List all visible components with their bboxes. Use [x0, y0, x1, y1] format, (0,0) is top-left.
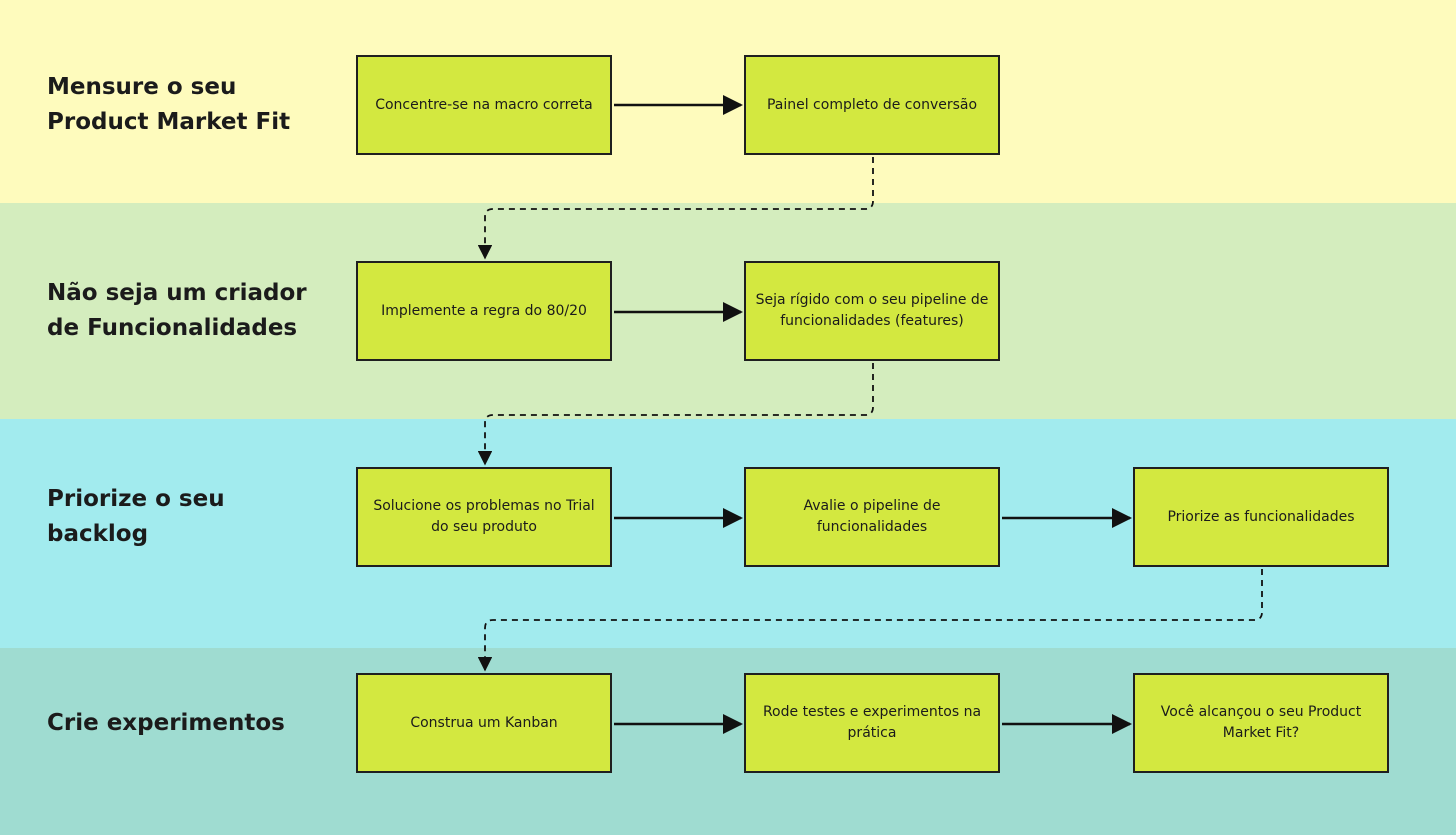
step-box: Construa um Kanban [356, 673, 612, 773]
lane-title: Crie experimentos [47, 706, 337, 741]
step-label: Painel completo de conversão [766, 96, 978, 113]
step-box: Rode testes e experimentos na prática [744, 673, 1000, 773]
lane-title-line: Crie experimentos [47, 710, 285, 736]
lane-title-line: backlog [47, 521, 149, 547]
lane-title-line: Product Market Fit [47, 109, 291, 135]
step-box: Você alcançou o seu Product Market Fit? [1133, 673, 1389, 773]
step-label: Construa um Kanban [410, 714, 558, 731]
step-label: Concentre-se na macro correta [375, 96, 593, 113]
lane-title-line: Mensure o seu [47, 74, 237, 100]
lane-title: Não seja um criador de Funcionalidades [47, 276, 337, 346]
step-box: Avalie o pipeline de funcionalidades [744, 467, 1000, 567]
step-box: Painel completo de conversão [744, 55, 1000, 155]
step-label: Você alcançou o seu Product Market Fit? [1160, 704, 1362, 741]
step-label: Rode testes e experimentos na prática [762, 704, 982, 741]
step-box: Implemente a regra do 80/20 [356, 261, 612, 361]
lane-measure-product-market-fit: Mensure o seu Product Market Fit [0, 0, 1456, 203]
lane-title: Mensure o seu Product Market Fit [47, 70, 337, 140]
lane-title: Priorize o seu backlog [47, 482, 337, 552]
lane-title-line: Não seja um criador [47, 280, 307, 306]
step-label: Implemente a regra do 80/20 [381, 302, 587, 319]
step-box: Concentre-se na macro correta [356, 55, 612, 155]
lane-title-line: de Funcionalidades [47, 315, 298, 341]
step-box: Solucione os problemas no Trial do seu p… [356, 467, 612, 567]
step-label: Priorize as funcionalidades [1167, 508, 1355, 525]
lane-feature-creator: Não seja um criador de Funcionalidades [0, 203, 1456, 419]
step-box: Priorize as funcionalidades [1133, 467, 1389, 567]
step-label: Avalie o pipeline de funcionalidades [803, 498, 941, 535]
step-label: Solucione os problemas no Trial do seu p… [373, 498, 595, 535]
lane-title-line: Priorize o seu [47, 486, 225, 512]
step-label: Seja rígido com o seu pipeline de funcio… [755, 292, 989, 329]
step-box: Seja rígido com o seu pipeline de funcio… [744, 261, 1000, 361]
